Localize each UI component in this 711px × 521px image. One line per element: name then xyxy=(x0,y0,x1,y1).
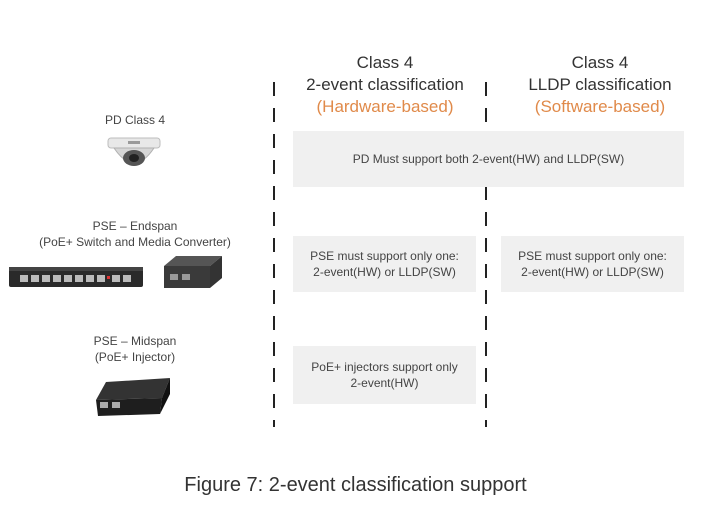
row-label-pd-line1: PD Class 4 xyxy=(104,113,166,127)
box-endspan-sw: PSE must support only one: 2-event(HW) o… xyxy=(501,236,684,292)
row-label-endspan-line2: (PoE+ Switch and Media Converter) xyxy=(39,235,231,249)
row-label-midspan: PSE – Midspan (PoE+ Injector) xyxy=(60,333,210,365)
span-box-pd: PD Must support both 2-event(HW) and LLD… xyxy=(293,131,684,187)
column-header-software-line3: (Software-based) xyxy=(534,97,666,116)
row-label-pd: PD Class 4 xyxy=(60,112,210,128)
box-midspan-hw-line1: PoE+ injectors support only xyxy=(311,360,458,374)
box-endspan-sw-line1: PSE must support only one: xyxy=(518,249,667,263)
row-label-endspan-line1: PSE – Endspan xyxy=(92,219,178,233)
figure-caption: Figure 7: 2-event classification support xyxy=(184,474,527,496)
column-header-hardware: Class 4 2-event classification (Hardware… xyxy=(285,52,485,118)
poe-injector-icon xyxy=(96,378,170,416)
network-switch-icon xyxy=(9,267,143,287)
box-endspan-sw-line2: 2-event(HW) or LLDP(SW) xyxy=(521,265,664,279)
box-endspan-hw: PSE must support only one: 2-event(HW) o… xyxy=(293,236,476,292)
row-label-midspan-line1: PSE – Midspan xyxy=(93,334,177,348)
box-endspan-hw-line2: 2-event(HW) or LLDP(SW) xyxy=(313,265,456,279)
dashed-divider-left xyxy=(273,82,275,427)
box-midspan-hw: PoE+ injectors support only 2-event(HW) xyxy=(293,346,476,404)
column-header-software-line2: LLDP classification xyxy=(528,75,672,94)
box-endspan-hw-line1: PSE must support only one: xyxy=(310,249,459,263)
column-header-hardware-line2: 2-event classification xyxy=(306,75,464,94)
dome-camera-icon xyxy=(107,137,161,166)
column-header-hardware-line3: (Hardware-based) xyxy=(316,97,454,116)
column-header-software: Class 4 LLDP classification (Software-ba… xyxy=(500,52,700,118)
column-header-hardware-line1: Class 4 xyxy=(356,53,414,72)
span-box-pd-text: PD Must support both 2-event(HW) and LLD… xyxy=(352,152,625,166)
media-converter-icon xyxy=(164,256,222,288)
row-label-endspan: PSE – Endspan (PoE+ Switch and Media Con… xyxy=(10,218,260,250)
column-header-software-line1: Class 4 xyxy=(571,53,629,72)
box-midspan-hw-line2: 2-event(HW) xyxy=(350,376,419,390)
row-label-midspan-line2: (PoE+ Injector) xyxy=(94,350,176,364)
